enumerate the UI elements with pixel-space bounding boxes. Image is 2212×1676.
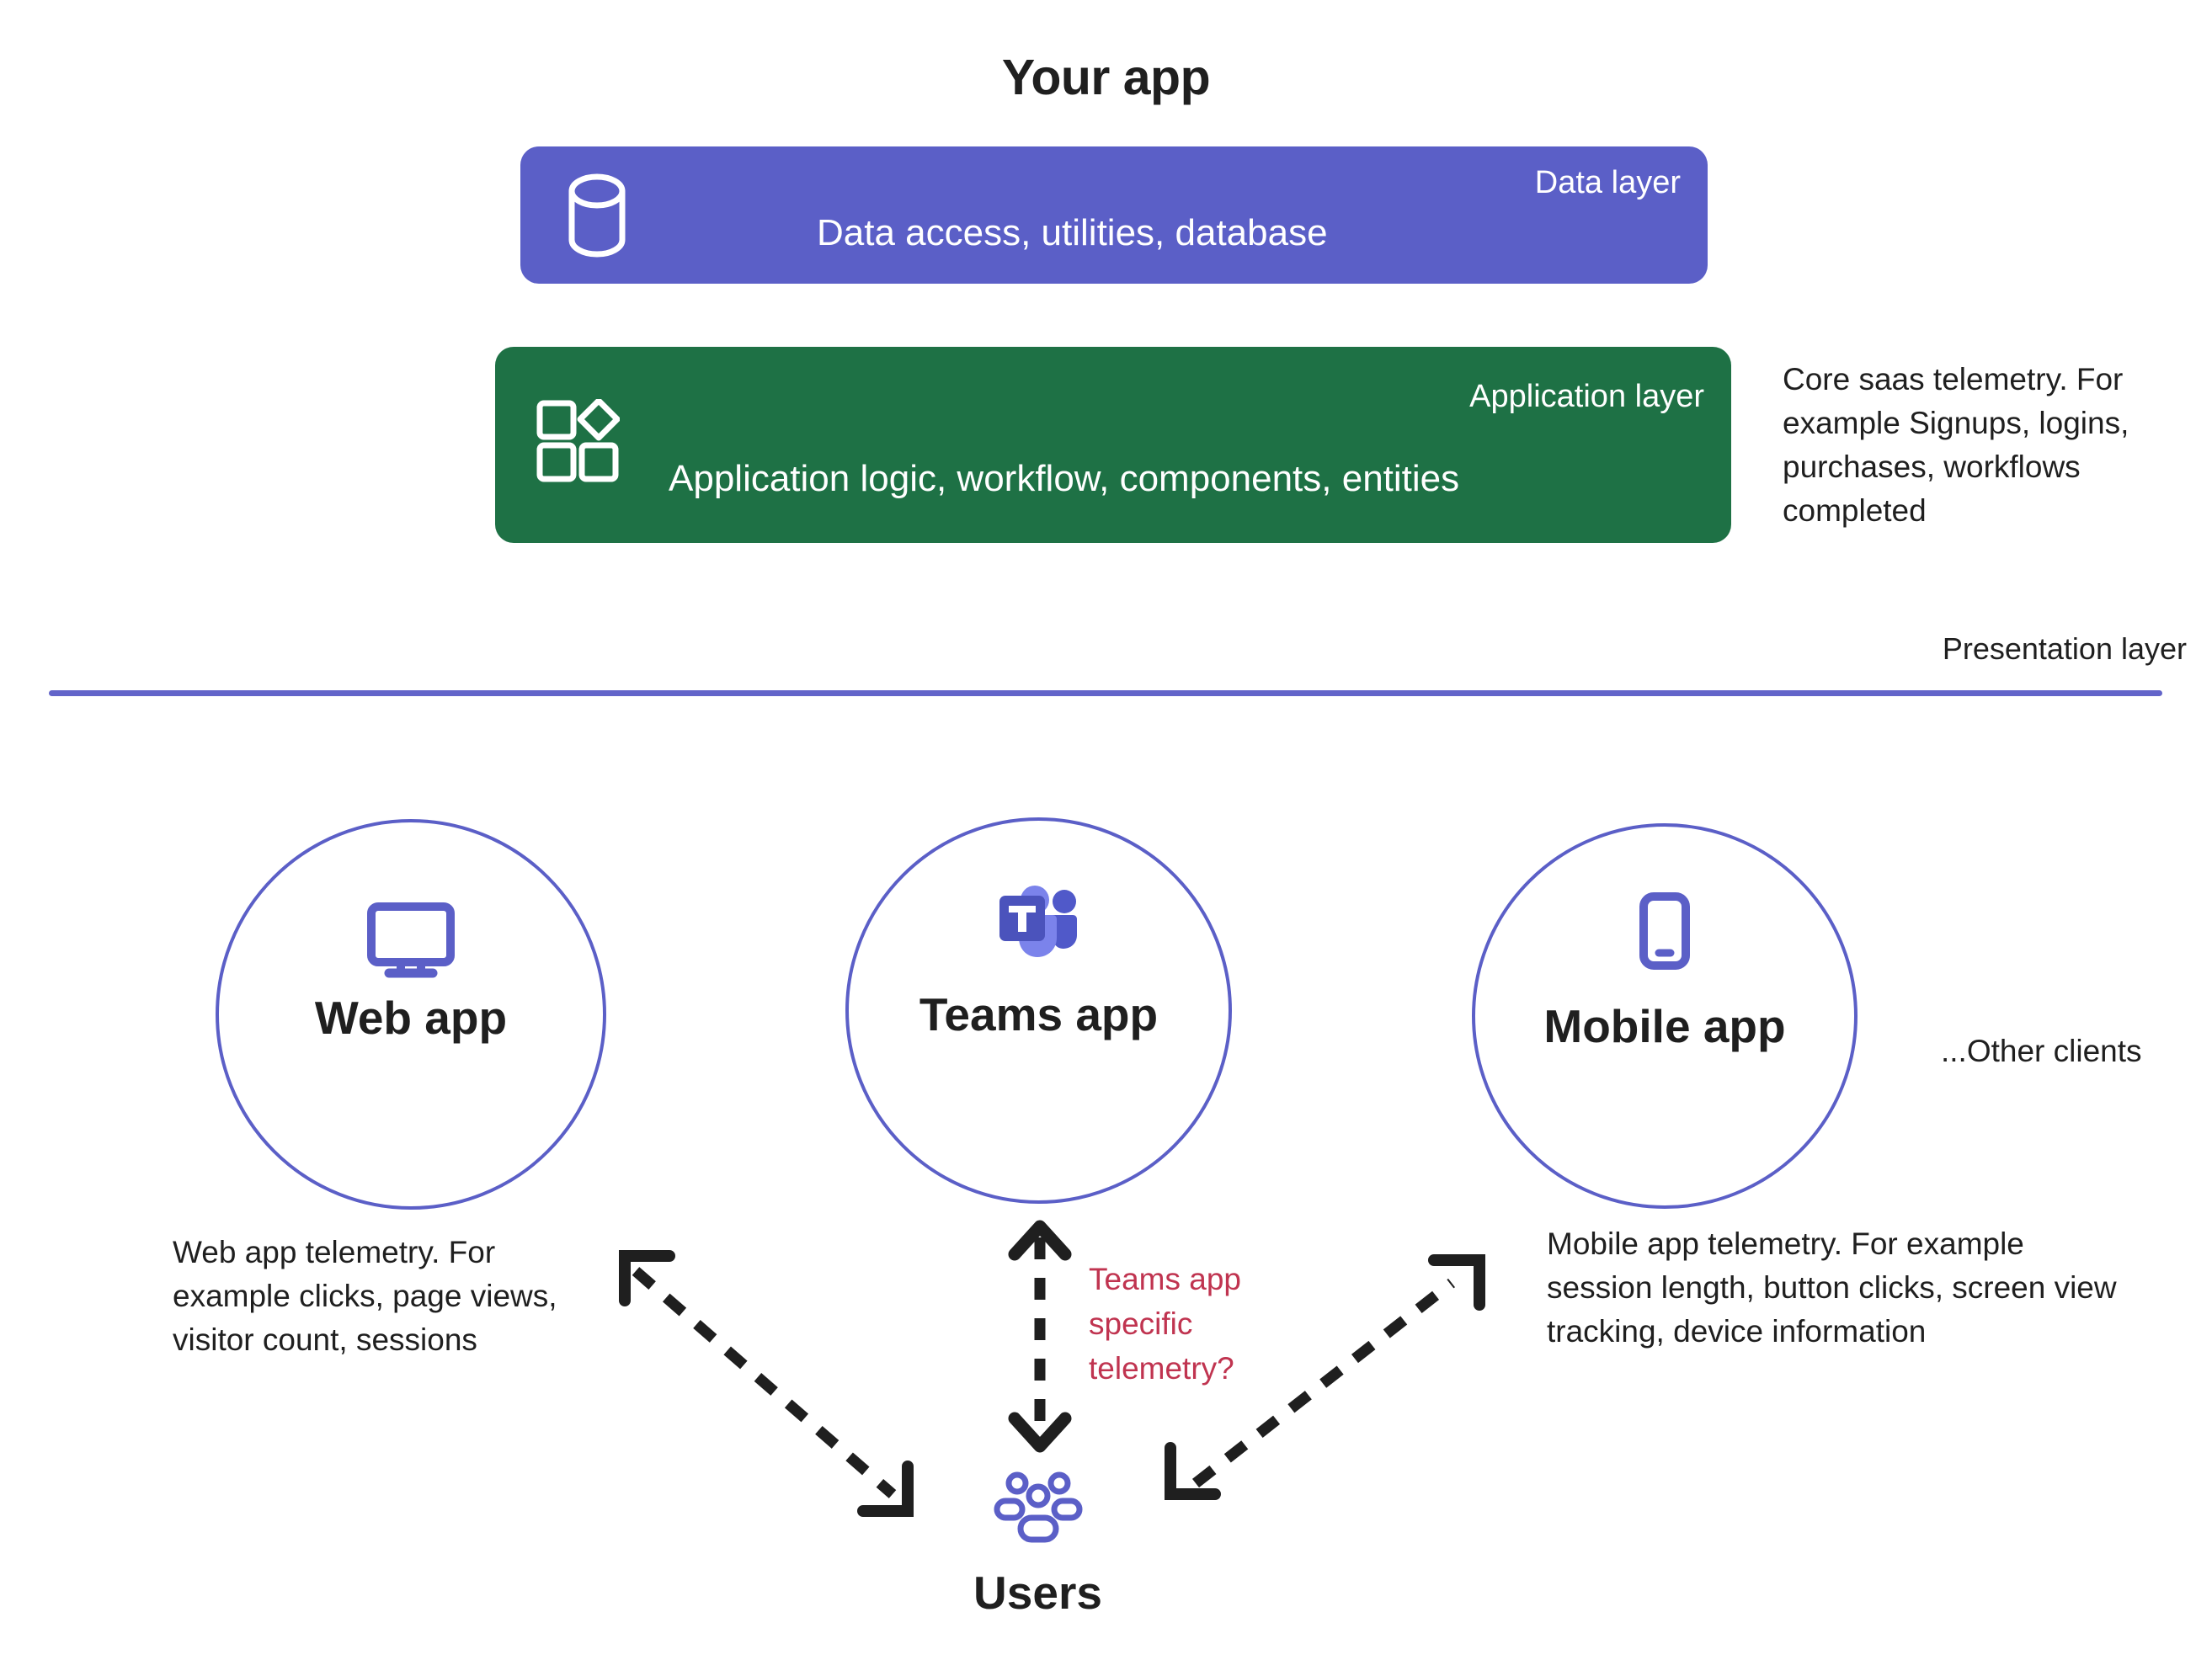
people-group-icon [993,1471,1084,1548]
web-telemetry-note: Web app telemetry. For example clicks, p… [173,1235,557,1357]
monitor-icon [219,902,603,978]
mobile-telemetry-note: Mobile app telemetry. For example sessio… [1547,1226,2117,1349]
other-clients-note: ...Other clients [1941,1034,2142,1068]
data-layer-description: Data access, utilities, database [817,212,1328,253]
application-layer-description: Application logic, workflow, components,… [669,458,1460,499]
teams-telemetry-question-note: Teams app specific telemetry? [1089,1262,1241,1386]
core-telemetry-note: Core saas telemetry. For example Signups… [1783,362,2129,528]
database-cylinder-icon [561,172,633,263]
users-label: Users [973,1567,1102,1619]
client-label-web-app: Web app [314,992,508,1044]
presentation-layer-divider [49,690,2162,696]
data-layer-bar: Data layer Data access, utilities, datab… [520,146,1708,284]
client-circle-web-app[interactable]: Web app [216,819,606,1210]
client-label-teams-app: Teams app [919,988,1159,1040]
smartphone-icon [1475,892,1854,970]
app-components-icon [536,397,621,487]
data-layer-name: Data layer [1534,165,1681,200]
users-node[interactable] [968,1471,1107,1548]
application-layer-name: Application layer [1469,379,1704,414]
web-users-link [619,1250,914,1517]
client-circle-teams-app[interactable]: Teams app [845,817,1232,1204]
page-title: Your app [1001,50,1211,105]
teams-users-link [1008,1220,1072,1453]
teams-logo-icon [849,881,1229,966]
presentation-layer-label: Presentation layer [1942,631,2187,666]
client-label-mobile-app: Mobile app [1543,1000,1786,1052]
client-circle-mobile-app[interactable]: Mobile app [1472,823,1858,1209]
application-layer-bar: Application layer Application logic, wor… [495,347,1731,543]
